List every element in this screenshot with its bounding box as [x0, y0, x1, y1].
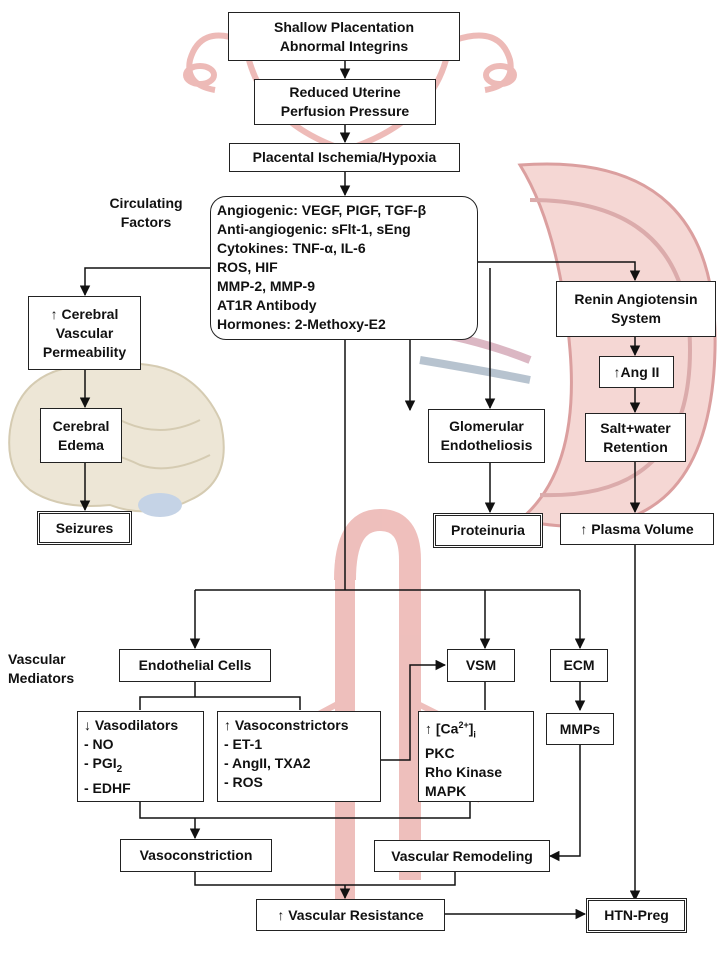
factor-item: Angiogenic: VEGF, PIGF, TGF-β [217, 202, 427, 218]
ang-ii-text: ↑Ang II [613, 363, 660, 380]
ischemia-text: Placental Ischemia/Hypoxia [252, 149, 437, 165]
vsm-item: PKC [425, 745, 455, 762]
permeability-line-2: Vascular [55, 324, 114, 341]
proteinuria-text: Proteinuria [451, 522, 525, 538]
permeability-line-3: Permeability [42, 343, 127, 360]
htn-preg-text: HTN-Preg [604, 907, 669, 923]
shallow-line-1: Shallow Placentation [273, 18, 415, 35]
remodeling-text: Vascular Remodeling [391, 847, 533, 864]
endothelial-text: Endothelial Cells [138, 657, 252, 673]
vascular-label-line-1: Vascular [8, 651, 66, 667]
proteinuria-box: Proteinuria [433, 513, 543, 548]
mmps-text: MMPs [559, 720, 601, 737]
edema-line-2: Edema [58, 436, 104, 453]
glomerular-line-2: Endotheliosis [440, 437, 533, 453]
factor-item: MMP-2, MMP-9 [217, 278, 315, 294]
salt-water-retention-box: Salt+water Retention [585, 413, 686, 462]
seizures-text: Seizures [55, 519, 114, 536]
htn-preg-box: HTN-Preg [586, 898, 687, 933]
factor-item: AT1R Antibody [217, 297, 317, 313]
cerebral-permeability-box: ↑ Cerebral Vascular Permeability [28, 296, 141, 370]
vasoconstrictors-title: ↑ Vasoconstrictors [224, 717, 349, 733]
vasoconstriction-box: Vasoconstriction [120, 839, 272, 872]
placental-ischemia-box: Placental Ischemia/Hypoxia [229, 143, 460, 172]
vasodilator-item: - EDHF [84, 779, 131, 796]
renin-angiotensin-box: Renin Angiotensin System [556, 281, 716, 337]
resistance-text: ↑ Vascular Resistance [277, 906, 424, 923]
mmps-box: MMPs [546, 713, 614, 745]
circulating-label-line-2: Factors [120, 214, 172, 230]
salt-line-1: Salt+water [600, 419, 671, 436]
vsm-item: MAPK [425, 783, 467, 800]
vasodilator-item: - PGI2 [84, 755, 123, 775]
reduced-line-1: Reduced Uterine [289, 84, 401, 100]
salt-line-2: Retention [603, 438, 668, 455]
vasoconstriction-text: Vasoconstriction [139, 847, 253, 863]
reduced-perfusion-box: Reduced Uterine Perfusion Pressure [254, 79, 436, 125]
factor-item: Cytokines: TNF-α, IL-6 [217, 240, 366, 256]
vsm-item: Rho Kinase [425, 764, 503, 781]
circulating-label-line-1: Circulating [109, 195, 183, 211]
cerebral-edema-box: Cerebral Edema [40, 408, 122, 463]
vasodilators-box: ↓ Vasodilators - NO - PGI2 - EDHF [77, 711, 204, 802]
ang-ii-box: ↑Ang II [599, 356, 674, 388]
glomerular-endotheliosis-box: Glomerular Endotheliosis [428, 409, 545, 463]
vasoconstrictors-box: ↑ Vasoconstrictors - ET-1 - AngII, TXA2 … [217, 711, 381, 802]
permeability-line-1: ↑ Cerebral [50, 305, 119, 322]
reduced-line-2: Perfusion Pressure [280, 103, 410, 119]
vascular-label-line-2: Mediators [8, 670, 75, 686]
vsm-box: VSM [447, 649, 515, 682]
shallow-placentation-box: Shallow Placentation Abnormal Integrins [228, 12, 460, 61]
edema-line-1: Cerebral [52, 417, 110, 434]
vasodilators-title: ↓ Vasodilators [84, 717, 179, 733]
seizures-box: Seizures [37, 511, 132, 545]
factor-item: Hormones: 2-Methoxy-E2 [217, 316, 386, 332]
vasodilator-item: - NO [84, 736, 114, 752]
vsm-item-calcium: ↑ [Ca2+]i [425, 720, 476, 740]
vascular-remodeling-box: Vascular Remodeling [374, 840, 550, 872]
plasma-volume-text: ↑ Plasma Volume [580, 520, 694, 537]
vascular-mediators-label: Vascular Mediators [8, 650, 98, 688]
circulating-factors-label: Circulating Factors [96, 194, 196, 232]
ecm-text: ECM [563, 657, 595, 673]
ecm-box: ECM [550, 649, 608, 682]
endothelial-cells-box: Endothelial Cells [119, 649, 271, 682]
vasoconstrictor-item: - ET-1 [224, 736, 263, 752]
factor-item: Anti-angiogenic: sFlt-1, sEng [217, 221, 411, 237]
plasma-volume-box: ↑ Plasma Volume [560, 513, 714, 545]
vsm-text: VSM [465, 657, 497, 673]
ras-line-2: System [611, 310, 661, 326]
vasoconstrictor-item: - AngII, TXA2 [224, 755, 311, 771]
shallow-line-2: Abnormal Integrins [279, 37, 409, 54]
ras-line-1: Renin Angiotensin [574, 291, 698, 307]
circulating-factors-box: Angiogenic: VEGF, PIGF, TGF-β Anti-angio… [210, 196, 478, 340]
vascular-resistance-box: ↑ Vascular Resistance [256, 899, 445, 931]
vasoconstrictor-item: - ROS [224, 774, 263, 790]
vsm-mechanisms-box: ↑ [Ca2+]i PKC Rho Kinase MAPK [418, 711, 534, 802]
glomerular-line-1: Glomerular [449, 418, 524, 434]
factor-item: ROS, HIF [217, 259, 278, 275]
